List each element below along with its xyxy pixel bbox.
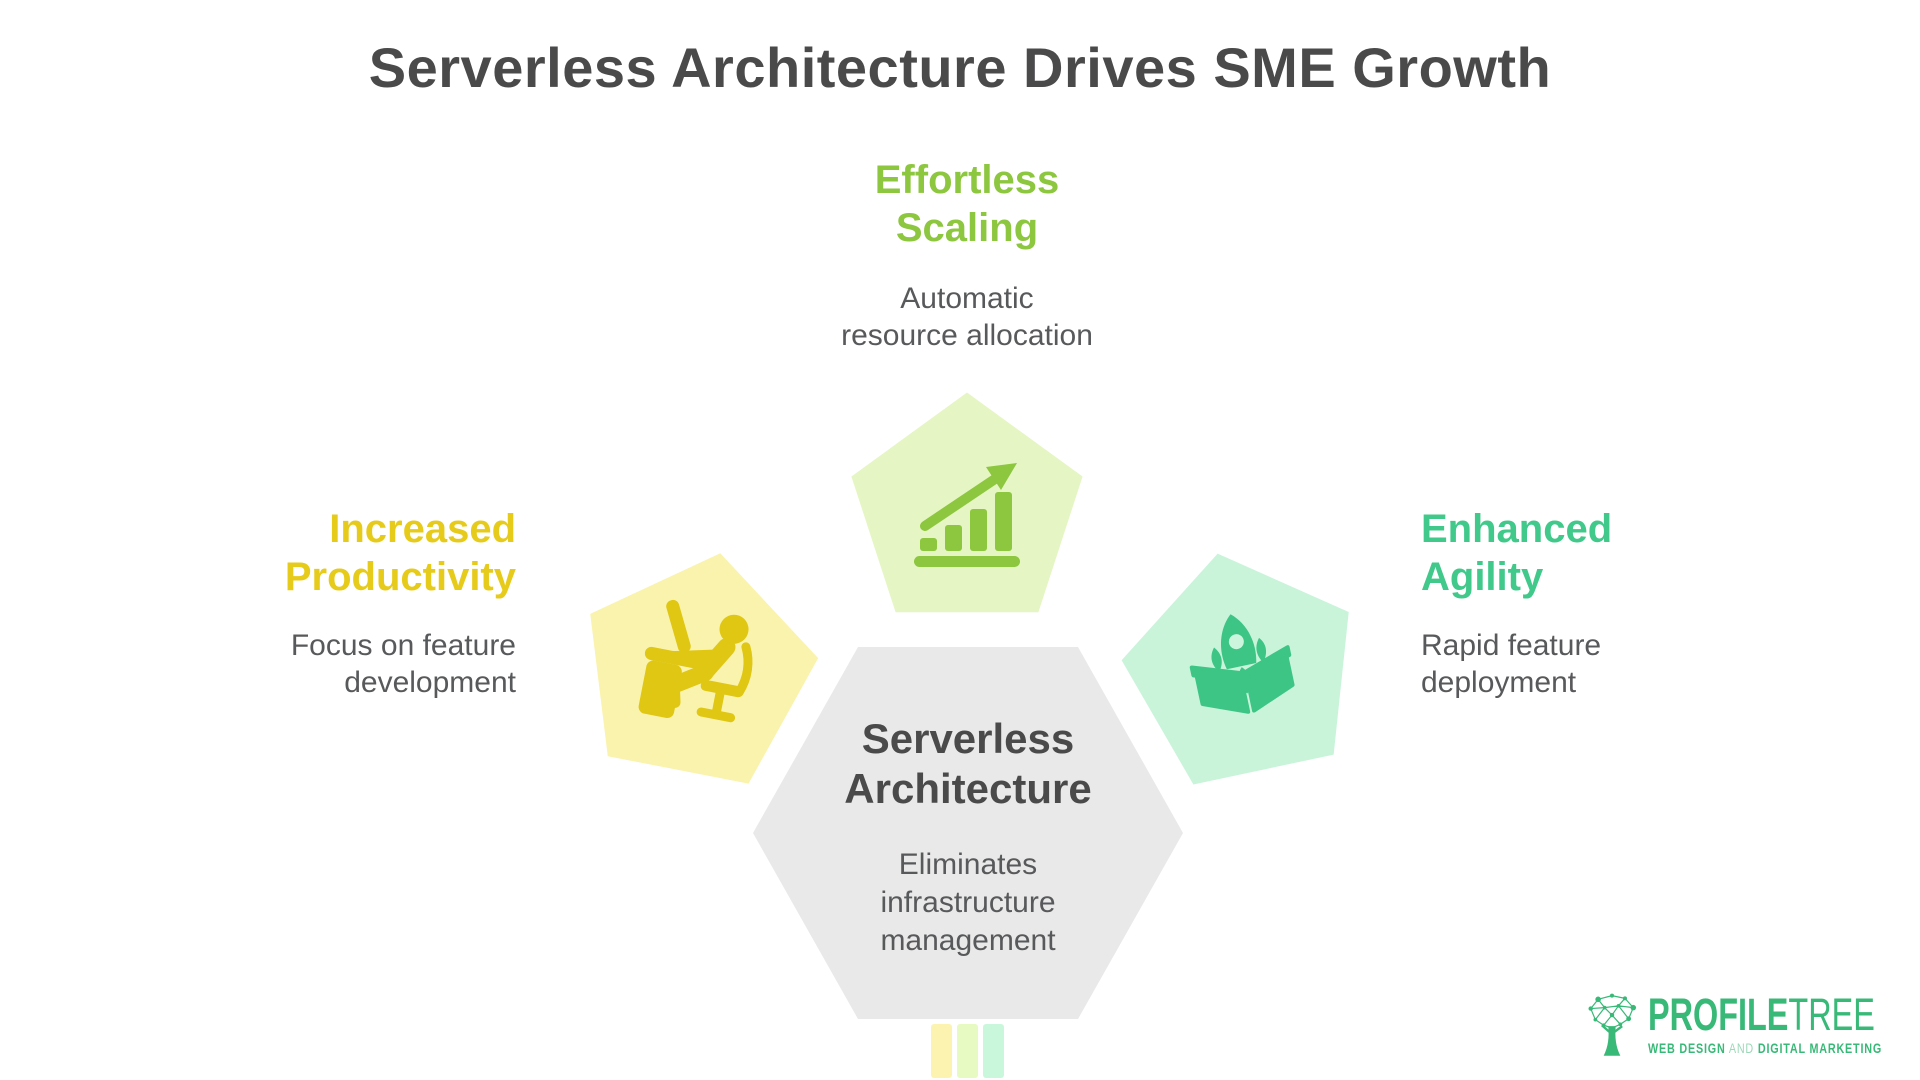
body-line: resource allocation [841, 319, 1093, 352]
heading-line: Increased [329, 507, 516, 551]
logo-brand-tree: TREE [1788, 989, 1875, 1040]
page-title: Serverless Architecture Drives SME Growt… [368, 36, 1552, 99]
heading-line: Enhanced [1421, 507, 1613, 551]
body-line: deployment [1421, 666, 1577, 699]
logo-brand: PROFILETREE [1648, 991, 1875, 1039]
heading-line: Agility [1421, 555, 1544, 599]
tagline-web-design: WEB DESIGN [1648, 1041, 1726, 1056]
increased-productivity-description: Focus on feature development [196, 627, 516, 701]
top-pentagon-group [851, 392, 1083, 613]
body-line: Focus on feature [290, 629, 516, 662]
footer-bar-mint [983, 1024, 1004, 1078]
logo-text: PROFILETREE WEB DESIGN AND DIGITAL MARKE… [1648, 991, 1920, 1057]
serverless-architecture-description: Eliminates infrastructure management [768, 846, 1168, 960]
body-line: Automatic [900, 282, 1034, 315]
effortless-scaling-description: Automatic resource allocation [727, 280, 1207, 354]
heading-line: Productivity [284, 555, 516, 599]
body-line: development [344, 666, 516, 699]
body-line: Rapid feature [1421, 629, 1602, 662]
person-at-desk-icon [638, 599, 753, 723]
heading-line: Scaling [895, 206, 1039, 250]
logo-brand-profile: PROFILE [1648, 989, 1789, 1040]
serverless-architecture-heading: Serverless Architecture [768, 714, 1168, 814]
footer-bar-yellow [931, 1024, 952, 1078]
body-line: management [880, 924, 1056, 957]
footer-bar-green [957, 1024, 978, 1078]
tagline-digital-marketing: DIGITAL MARKETING [1757, 1041, 1883, 1056]
enhanced-agility-description: Rapid feature deployment [1421, 627, 1761, 701]
profiletree-tree-icon [1588, 993, 1637, 1056]
center-hexagon-shape [753, 647, 1183, 1019]
enhanced-agility-heading: Enhanced Agility [1421, 505, 1761, 601]
effortless-scaling-heading: Effortless Scaling [767, 156, 1167, 252]
heading-line: Serverless [861, 715, 1075, 762]
tagline-and: AND [1728, 1041, 1755, 1056]
heading-line: Architecture [844, 765, 1092, 812]
growth-chart-icon [914, 463, 1020, 567]
increased-productivity-heading: Increased Productivity [196, 505, 516, 601]
left-pentagon-group [590, 553, 819, 784]
right-pentagon-shape [1121, 553, 1349, 785]
body-line: infrastructure [880, 886, 1056, 919]
body-line: Eliminates [898, 848, 1038, 881]
logo-tagline: WEB DESIGN AND DIGITAL MARKETING [1648, 1041, 1900, 1056]
rocket-launch-icon [1189, 614, 1295, 714]
profiletree-logo: PROFILETREE WEB DESIGN AND DIGITAL MARKE… [1584, 991, 1920, 1065]
heading-line: Effortless [874, 158, 1060, 202]
right-pentagon-group [1121, 553, 1349, 785]
